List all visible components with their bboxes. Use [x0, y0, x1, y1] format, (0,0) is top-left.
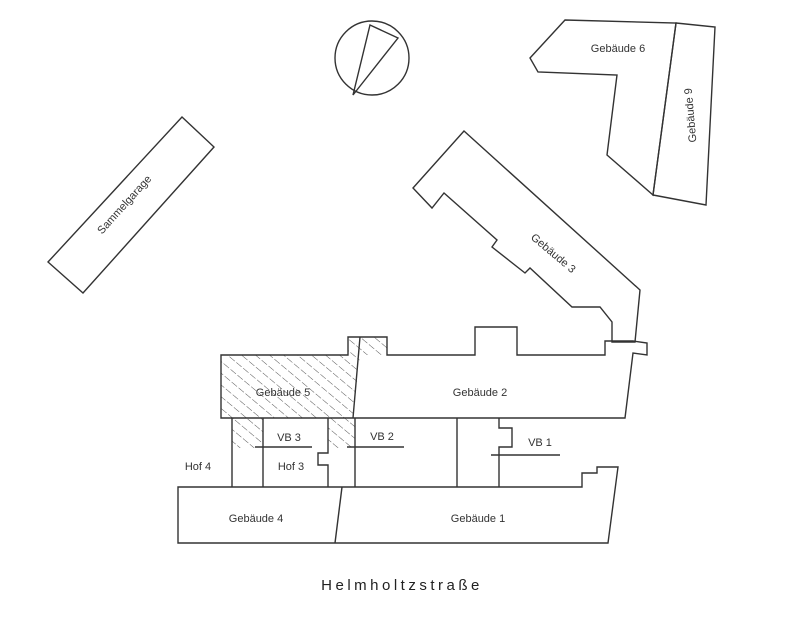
hatched-area-vb3: [232, 418, 263, 448]
label-gebaeude-3: Gebäude 3: [528, 232, 577, 276]
hatched-area-vb2: [328, 418, 355, 448]
building-2: [220, 326, 648, 419]
label-gebaeude-6: Gebäude 6: [591, 43, 645, 55]
label-gebaeude-4: Gebäude 4: [229, 513, 283, 525]
label-sammelgarage: Sammelgarage: [95, 173, 154, 236]
hatched-area-gebaeude-5: [221, 337, 387, 418]
divider-gebaeude-4: [334, 486, 343, 544]
label-hof4: Hof 4: [185, 461, 211, 473]
label-gebaeude-2: Gebäude 2: [453, 387, 507, 399]
label-vb1: VB 1: [528, 437, 552, 449]
label-gebaeude-1: Gebäude 1: [451, 513, 505, 525]
label-gebaeude-5: Gebäude 5: [256, 387, 310, 399]
building-9: [652, 22, 716, 206]
divider-gebaeude-5: [352, 336, 361, 419]
building-sammelgarage: [47, 116, 215, 294]
building-1: [177, 466, 619, 544]
label-gebaeude-9: Gebäude 9: [683, 88, 700, 143]
street-name: Helmholtzstraße: [321, 577, 483, 594]
label-vb2: VB 2: [370, 431, 394, 443]
building-3: [412, 130, 641, 343]
courtyard-walls: [231, 418, 560, 487]
label-vb3: VB 3: [277, 432, 301, 444]
label-hof3: Hof 3: [278, 461, 304, 473]
north-arrow-icon: [334, 20, 410, 96]
